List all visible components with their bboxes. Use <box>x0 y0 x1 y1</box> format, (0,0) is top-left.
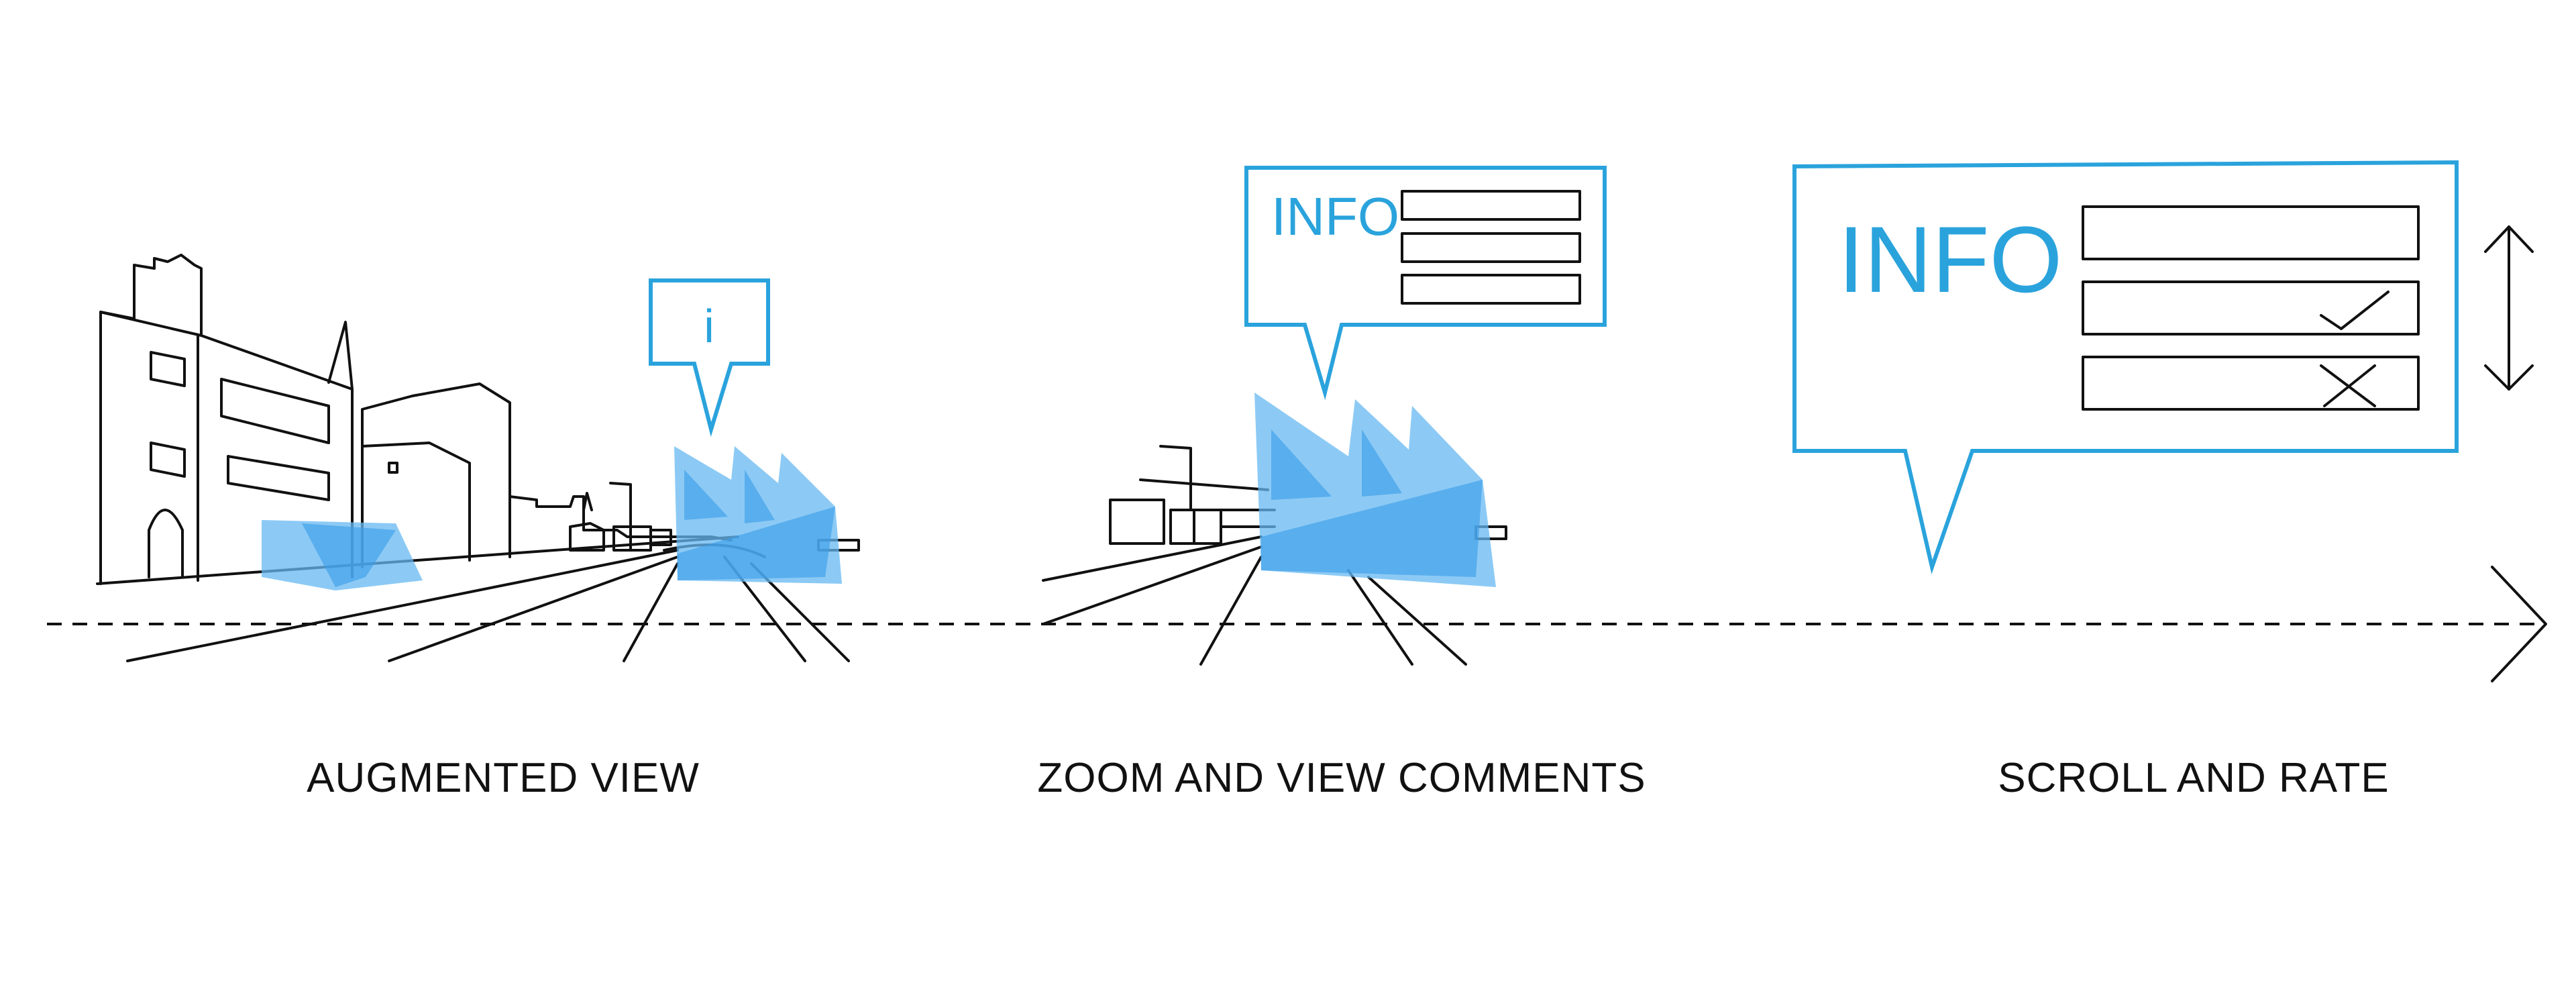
medium-info-label: INFO <box>1271 187 1399 246</box>
vertical-scroll-arrow-icon[interactable] <box>2484 225 2534 391</box>
info-bubble-icon: i <box>649 278 770 437</box>
caption-scroll-and-rate: SCROLL AND RATE <box>1998 755 2390 801</box>
street-sketch-2 <box>1042 445 1507 666</box>
cross-icon[interactable] <box>2320 364 2376 407</box>
factory-icon <box>1254 393 1496 587</box>
rating-field-approve[interactable] <box>2082 280 2420 335</box>
factory-icon <box>674 446 842 584</box>
large-info-label: INFO <box>1838 207 2062 312</box>
small-info-glyph: i <box>704 300 714 352</box>
check-icon[interactable] <box>2320 291 2390 330</box>
rating-field-1[interactable] <box>2082 205 2420 260</box>
timeline-arrow-icon <box>47 566 2547 682</box>
info-bubble-icon: INFO <box>1792 160 2459 574</box>
info-bubble-icon: INFO <box>1244 166 1607 401</box>
augmented-box-overlay <box>262 520 423 590</box>
caption-zoom-and-view-comments: ZOOM AND VIEW COMMENTS <box>1037 755 1646 801</box>
rating-field-reject[interactable] <box>2082 356 2420 411</box>
caption-augmented-view: AUGMENTED VIEW <box>307 755 700 801</box>
